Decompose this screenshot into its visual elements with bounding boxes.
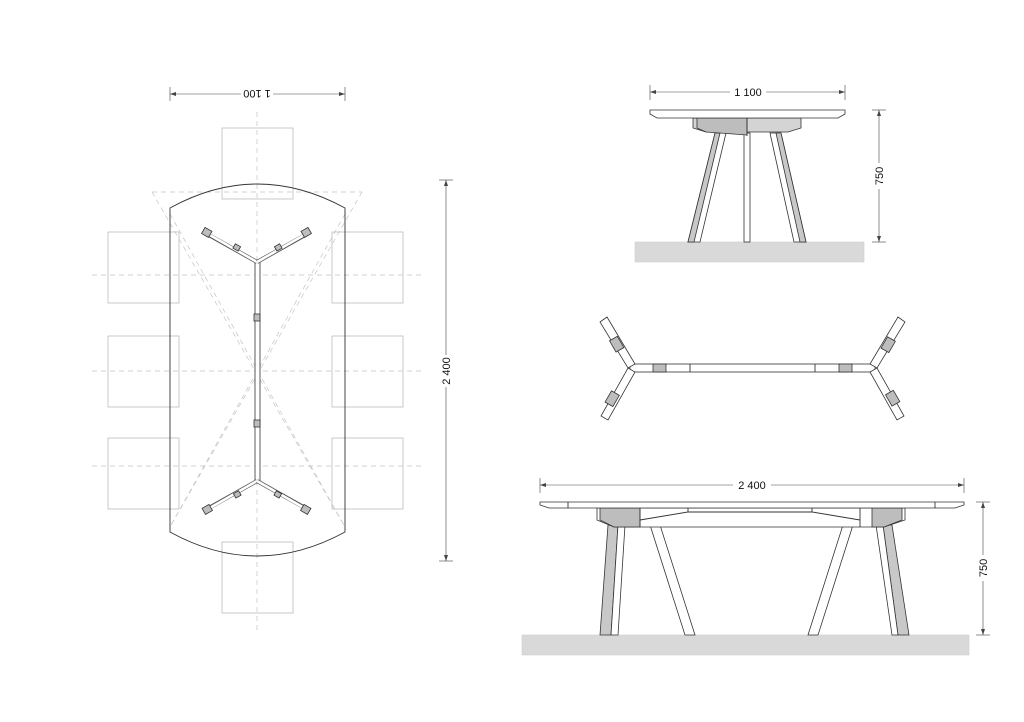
side-tabletop	[539, 501, 965, 509]
side-apron	[596, 507, 906, 528]
chair-right-3	[331, 437, 404, 510]
base-center-beam	[629, 363, 876, 373]
side-leg-left-inner	[649, 524, 696, 636]
chair-left-2	[107, 335, 180, 408]
end-height-dimension: 750	[872, 109, 886, 243]
end-height-label: 750	[874, 167, 886, 185]
plan-chairs	[107, 127, 404, 614]
plan-length-label: 2 400	[441, 357, 453, 385]
base-y-left	[599, 316, 636, 421]
plan-width-dimension: 1 100	[169, 87, 346, 101]
end-width-dimension: 1 100	[649, 85, 846, 100]
chair-bottom	[221, 541, 294, 614]
plan-y-top	[200, 226, 313, 264]
end-tabletop	[649, 109, 846, 119]
side-height-label: 750	[978, 559, 990, 577]
chair-top	[221, 127, 294, 200]
base-plan	[599, 316, 906, 421]
plan-view: 1 100 2 400	[92, 87, 453, 630]
end-width-label: 1 100	[734, 87, 762, 99]
chair-right-2	[331, 335, 404, 408]
side-height-dimension: 750	[976, 501, 990, 636]
side-ground	[521, 634, 970, 656]
plan-beam-block-lower	[253, 419, 261, 428]
end-elevation: 1 100 750	[634, 85, 886, 263]
chair-left-3	[107, 437, 180, 510]
chair-right-1	[331, 231, 404, 304]
side-elevation: 2 400 750	[521, 478, 990, 656]
base-y-right	[869, 316, 906, 421]
end-leg-center	[743, 132, 751, 243]
chair-left-1	[107, 231, 180, 304]
side-length-dimension: 2 400	[539, 478, 965, 493]
plan-center-beam	[254, 261, 261, 482]
side-leg-right-inner	[807, 524, 854, 636]
plan-width-label: 1 100	[243, 87, 271, 99]
end-ground	[634, 241, 865, 263]
plan-beam-block-upper	[253, 313, 261, 322]
side-length-label: 2 400	[738, 480, 766, 492]
plan-length-dimension: 2 400	[439, 179, 453, 562]
plan-tabletop	[169, 183, 346, 557]
plan-y-bottom	[201, 479, 312, 516]
